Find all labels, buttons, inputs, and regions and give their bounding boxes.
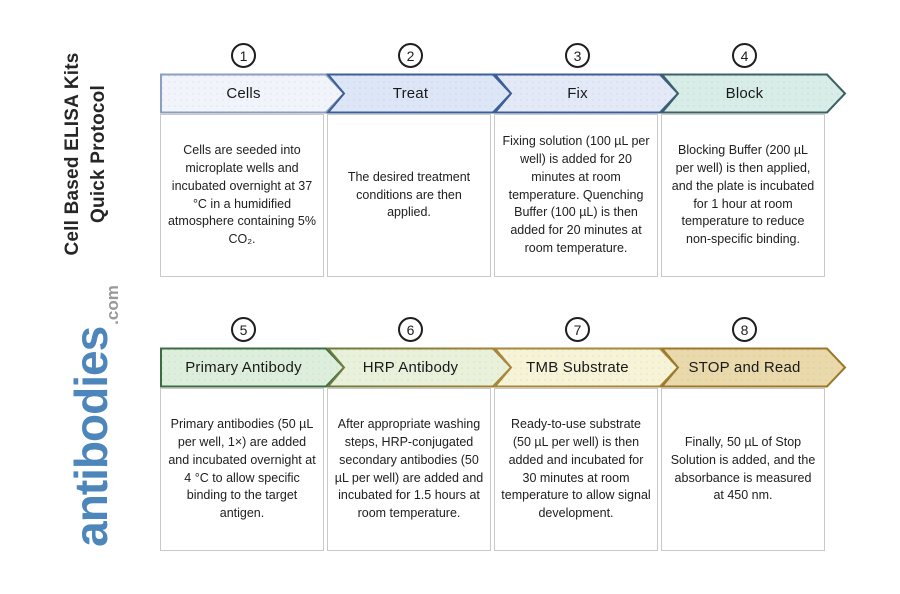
step-number-badge-wrap: 1 — [160, 43, 327, 73]
step-title: Primary Antibody — [185, 359, 302, 376]
page-title-line2: Quick Protocol — [87, 85, 109, 223]
protocol-step-7: 7 TMB Substrate Ready-to-use substrate (… — [492, 317, 680, 551]
page-title: Cell Based ELISA Kits Quick Protocol — [60, 29, 114, 279]
step-number-badge: 6 — [398, 317, 423, 342]
step-description-box: Primary antibodies (50 µL per well, 1×) … — [160, 388, 324, 551]
step-number: 2 — [406, 47, 415, 64]
step-number-badge-wrap: 2 — [327, 43, 494, 73]
step-description-box: Fixing solution (100 µL per well) is add… — [494, 114, 658, 277]
step-header-arrow: Block — [659, 73, 847, 114]
brand-logo: antibodies.com — [64, 260, 128, 572]
step-title: STOP and Read — [688, 359, 801, 376]
arrow-banner-icon — [659, 73, 847, 114]
step-description: Finally, 50 µL of Stop Solution is added… — [670, 435, 816, 503]
step-number: 8 — [740, 321, 749, 338]
step-number-badge: 2 — [398, 43, 423, 68]
step-header-arrow: Treat — [325, 73, 513, 114]
step-number-badge-wrap: 3 — [494, 43, 661, 73]
step-title: Block — [725, 85, 764, 102]
step-number-badge-wrap: 5 — [160, 317, 327, 347]
step-description: Fixing solution (100 µL per well) is add… — [502, 134, 650, 255]
arrow-banner-icon — [659, 347, 847, 388]
step-description-box: Cells are seeded into microplate wells a… — [160, 114, 324, 277]
step-number: 4 — [740, 47, 749, 64]
step-number: 5 — [239, 321, 248, 338]
step-number-badge-wrap: 4 — [661, 43, 828, 73]
protocol-step-2: 2 Treat The desired treatment conditions… — [325, 43, 513, 277]
step-description: Blocking Buffer (200 µL per well) is the… — [671, 143, 815, 246]
step-header-arrow: Fix — [492, 73, 680, 114]
step-number-badge-wrap: 6 — [327, 317, 494, 347]
protocol-step-8: 8 STOP and Read Finally, 50 µL of Stop S… — [659, 317, 847, 551]
step-description: Cells are seeded into microplate wells a… — [167, 143, 316, 246]
step-number-badge-wrap: 8 — [661, 317, 828, 347]
step-header-arrow: STOP and Read — [659, 347, 847, 388]
step-number: 6 — [406, 321, 415, 338]
page-title-line1: Cell Based ELISA Kits — [62, 52, 83, 256]
brand-logo-text: antibodies — [65, 326, 117, 547]
arrow-banner-icon — [325, 73, 513, 114]
step-title: Cells — [226, 85, 261, 102]
step-number: 7 — [573, 321, 582, 338]
step-title: TMB Substrate — [526, 359, 629, 376]
arrow-banner-icon — [160, 347, 346, 388]
step-header-arrow: TMB Substrate — [492, 347, 680, 388]
arrow-banner-icon — [325, 347, 513, 388]
step-title: Fix — [567, 85, 588, 102]
step-number: 3 — [573, 47, 582, 64]
protocol-step-3: 3 Fix Fixing solution (100 µL per well) … — [492, 43, 680, 277]
step-description: The desired treatment conditions are the… — [347, 169, 471, 220]
protocol-row-2: 5 Primary Antibody Primary antibodies (5… — [160, 317, 880, 557]
step-description: After appropriate washing steps, HRP-con… — [334, 417, 484, 520]
step-description: Ready-to-use substrate (50 µL per well) … — [501, 417, 651, 520]
brand-logo-suffix: .com — [103, 285, 122, 325]
protocol-row-1: 1 Cells Cells are seeded into microplate… — [160, 43, 880, 283]
step-description-box: The desired treatment conditions are the… — [327, 114, 491, 277]
protocol-step-6: 6 HRP Antibody After appropriate washing… — [325, 317, 513, 551]
arrow-banner-icon — [492, 73, 680, 114]
protocol-step-5: 5 Primary Antibody Primary antibodies (5… — [160, 317, 346, 551]
step-number: 1 — [239, 47, 248, 64]
step-description-box: Blocking Buffer (200 µL per well) is the… — [661, 114, 825, 277]
step-title: Treat — [392, 85, 429, 102]
step-number-badge: 7 — [565, 317, 590, 342]
arrow-banner-icon — [492, 347, 680, 388]
step-number-badge: 4 — [732, 43, 757, 68]
protocol-step-1: 1 Cells Cells are seeded into microplate… — [160, 43, 346, 277]
step-description: Primary antibodies (50 µL per well, 1×) … — [168, 417, 316, 520]
step-number-badge: 1 — [231, 43, 256, 68]
step-description-box: After appropriate washing steps, HRP-con… — [327, 388, 491, 551]
step-description-box: Finally, 50 µL of Stop Solution is added… — [661, 388, 825, 551]
step-header-arrow: Cells — [160, 73, 346, 114]
step-number-badge: 3 — [565, 43, 590, 68]
step-description-box: Ready-to-use substrate (50 µL per well) … — [494, 388, 658, 551]
step-header-arrow: Primary Antibody — [160, 347, 346, 388]
step-number-badge-wrap: 7 — [494, 317, 661, 347]
step-number-badge: 8 — [732, 317, 757, 342]
step-header-arrow: HRP Antibody — [325, 347, 513, 388]
protocol-step-4: 4 Block Blocking Buffer (200 µL per well… — [659, 43, 847, 277]
step-number-badge: 5 — [231, 317, 256, 342]
step-title: HRP Antibody — [362, 359, 459, 376]
